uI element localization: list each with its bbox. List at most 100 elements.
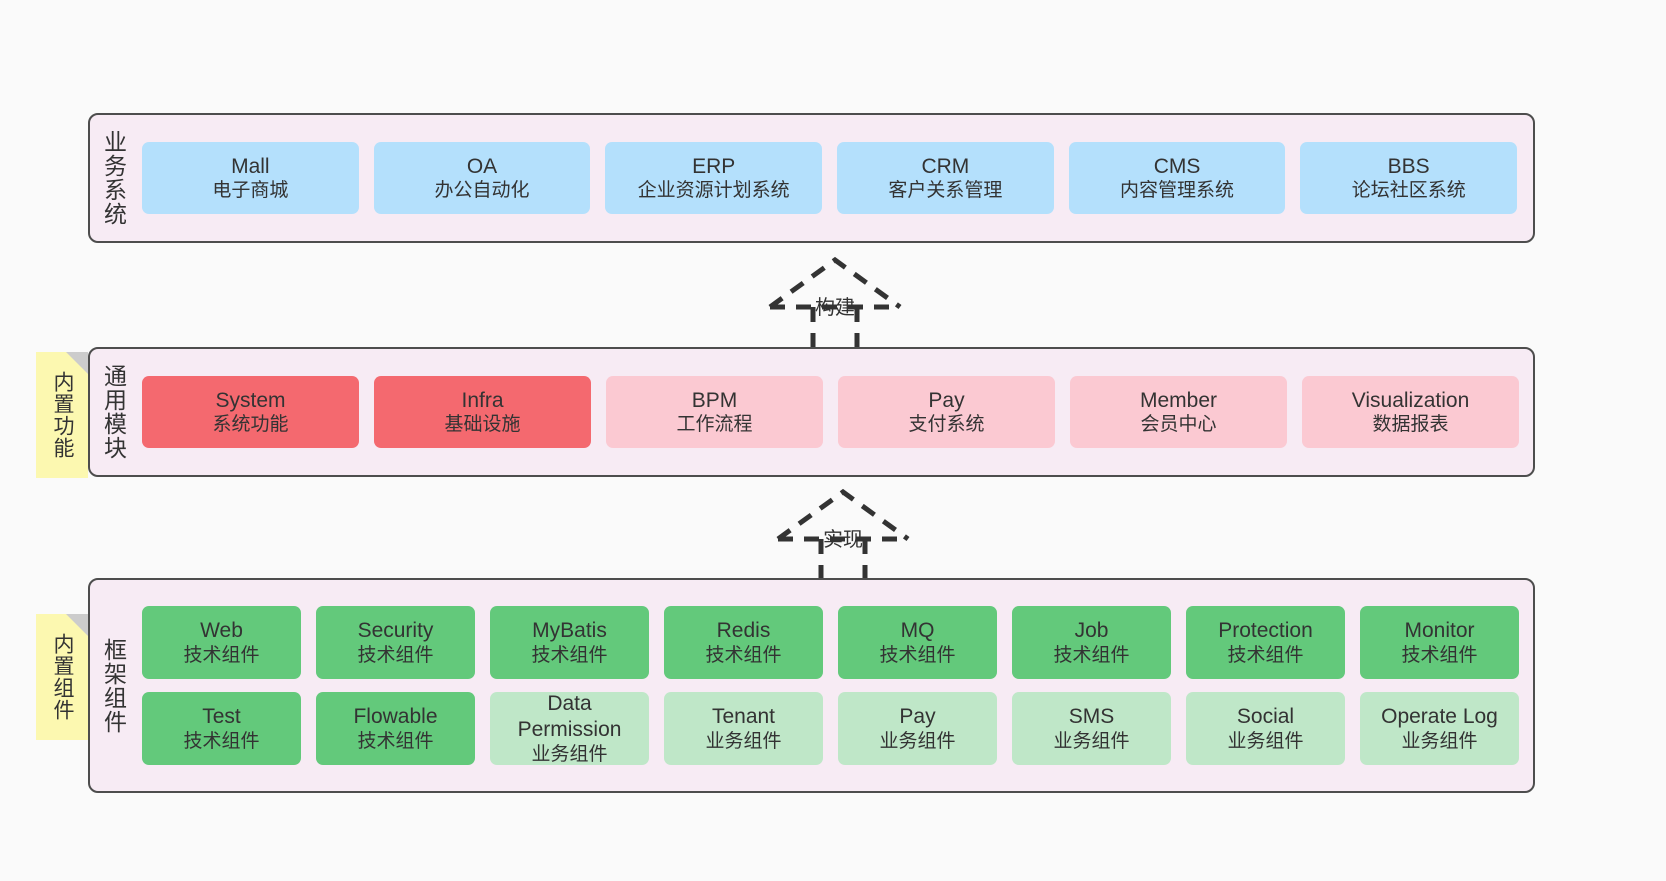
node-desc: 技术组件 <box>1401 644 1478 666</box>
node-protection[interactable]: Protection 技术组件 <box>1186 606 1345 679</box>
node-name: Infra <box>461 388 504 412</box>
node-bbs[interactable]: BBS 论坛社区系统 <box>1300 142 1518 214</box>
node-oa[interactable]: OA 办公自动化 <box>373 142 591 214</box>
node-name: Tenant <box>711 705 776 729</box>
node-desc: 技术组件 <box>1053 644 1130 666</box>
node-name: BPM <box>691 388 738 412</box>
layer-body-framework: Web 技术组件 Security 技术组件 MyBatis 技术组件 Redi… <box>136 580 1533 791</box>
connector-build: 构建 <box>760 255 910 353</box>
node-name: SMS <box>1068 705 1115 729</box>
node-data-permission[interactable]: Data Permission 业务组件 <box>490 692 649 765</box>
node-desc: 客户关系管理 <box>888 180 1003 202</box>
node-sms[interactable]: SMS 业务组件 <box>1012 692 1171 765</box>
node-desc: 会员中心 <box>1140 414 1217 436</box>
connector-implement: 实现 <box>768 487 918 585</box>
node-tenant[interactable]: Tenant 业务组件 <box>664 692 823 765</box>
node-name: Protection <box>1218 619 1313 643</box>
node-mall[interactable]: Mall 电子商城 <box>142 142 359 214</box>
node-erp[interactable]: ERP 企业资源计划系统 <box>605 142 823 214</box>
node-desc: 内容管理系统 <box>1120 180 1235 202</box>
layer-row: Test 技术组件 Flowable 技术组件 Data Permission … <box>142 692 1519 765</box>
node-desc: 业务组件 <box>879 730 956 752</box>
node-name: ERP <box>692 154 736 178</box>
node-desc: 系统功能 <box>212 414 289 436</box>
layer-row: System 系统功能 Infra 基础设施 BPM 工作流程 Pay 支付系统… <box>142 376 1519 448</box>
node-name: CMS <box>1153 154 1201 178</box>
arrowhead-outline <box>776 488 910 542</box>
node-name: Job <box>1074 619 1109 643</box>
node-name: Flowable <box>353 705 438 729</box>
node-desc: 电子商城 <box>212 180 289 202</box>
node-desc: 企业资源计划系统 <box>637 180 790 202</box>
node-name: Mall <box>231 154 270 178</box>
node-operate-log[interactable]: Operate Log 业务组件 <box>1360 692 1519 765</box>
node-desc: 技术组件 <box>357 730 434 752</box>
note-builtin-component: 内置组件 <box>36 614 88 740</box>
node-visualization[interactable]: Visualization 数据报表 <box>1302 376 1519 448</box>
node-name: MQ <box>900 619 935 643</box>
node-name: Visualization <box>1351 388 1470 412</box>
node-desc: 论坛社区系统 <box>1351 180 1466 202</box>
node-name: Pay <box>928 388 965 412</box>
node-pay[interactable]: Pay 支付系统 <box>838 376 1055 448</box>
node-name: Web <box>200 619 243 643</box>
layer-title-framework: 框架组件 <box>100 637 127 734</box>
node-crm[interactable]: CRM 客户关系管理 <box>837 142 1054 214</box>
node-desc: 技术组件 <box>183 730 260 752</box>
layer-body-business: Mall 电子商城 OA 办公自动化 ERP 企业资源计划系统 CRM 客户关系… <box>136 115 1533 241</box>
node-cms[interactable]: CMS 内容管理系统 <box>1068 142 1286 214</box>
node-desc: 工作流程 <box>676 414 753 436</box>
layer-title-modules: 通用模块 <box>100 364 127 460</box>
node-monitor[interactable]: Monitor 技术组件 <box>1360 606 1519 679</box>
node-desc: 技术组件 <box>357 644 434 666</box>
node-name: Monitor <box>1404 619 1475 643</box>
node-name: Member <box>1139 388 1218 412</box>
node-mq[interactable]: MQ 技术组件 <box>838 606 997 679</box>
layer-title-business: 业务系统 <box>100 130 127 226</box>
node-job[interactable]: Job 技术组件 <box>1012 606 1171 679</box>
node-desc: 业务组件 <box>1053 730 1130 752</box>
layer-body-modules: System 系统功能 Infra 基础设施 BPM 工作流程 Pay 支付系统… <box>136 349 1533 475</box>
node-name: Operate Log <box>1381 705 1498 729</box>
node-web[interactable]: Web 技术组件 <box>142 606 301 679</box>
node-name: Test <box>202 705 241 729</box>
node-name: MyBatis <box>532 619 607 643</box>
node-bpm[interactable]: BPM 工作流程 <box>606 376 823 448</box>
note-builtin-function: 内置功能 <box>36 352 88 478</box>
node-desc: 数据报表 <box>1372 414 1449 436</box>
node-desc: 业务组件 <box>531 743 608 765</box>
node-name: BBS <box>1387 154 1430 178</box>
connector-shaft <box>818 539 868 585</box>
node-desc: 业务组件 <box>1401 730 1478 752</box>
layer-common-modules: 通用模块 System 系统功能 Infra 基础设施 BPM 工作流程 Pay… <box>88 347 1535 477</box>
node-name: Data Permission <box>517 692 622 741</box>
node-desc: 技术组件 <box>531 644 608 666</box>
node-flowable[interactable]: Flowable 技术组件 <box>316 692 475 765</box>
layer-row: Mall 电子商城 OA 办公自动化 ERP 企业资源计划系统 CRM 客户关系… <box>142 142 1518 214</box>
layer-framework-components: 框架组件 Web 技术组件 Security 技术组件 MyBatis 技术组件… <box>88 578 1535 793</box>
node-security[interactable]: Security 技术组件 <box>316 606 475 679</box>
layer-business-systems: 业务系统 Mall 电子商城 OA 办公自动化 ERP 企业资源计划系统 CRM… <box>88 113 1535 243</box>
node-mybatis[interactable]: MyBatis 技术组件 <box>490 606 649 679</box>
node-name: CRM <box>921 154 970 178</box>
node-desc: 技术组件 <box>705 644 782 666</box>
layer-row: Web 技术组件 Security 技术组件 MyBatis 技术组件 Redi… <box>142 606 1519 679</box>
node-desc: 技术组件 <box>183 644 260 666</box>
note-label: 内置功能 <box>51 371 74 459</box>
node-name: Pay <box>899 705 936 729</box>
node-member[interactable]: Member 会员中心 <box>1070 376 1287 448</box>
node-desc: 办公自动化 <box>434 180 530 202</box>
node-social[interactable]: Social 业务组件 <box>1186 692 1345 765</box>
node-infra[interactable]: Infra 基础设施 <box>374 376 591 448</box>
node-desc: 技术组件 <box>1227 644 1304 666</box>
node-system[interactable]: System 系统功能 <box>142 376 359 448</box>
node-desc: 业务组件 <box>705 730 782 752</box>
node-pay-biz[interactable]: Pay 业务组件 <box>838 692 997 765</box>
node-desc: 基础设施 <box>444 414 521 436</box>
node-name: System <box>215 388 286 412</box>
node-desc: 支付系统 <box>908 414 985 436</box>
node-test[interactable]: Test 技术组件 <box>142 692 301 765</box>
node-desc: 业务组件 <box>1227 730 1304 752</box>
node-redis[interactable]: Redis 技术组件 <box>664 606 823 679</box>
